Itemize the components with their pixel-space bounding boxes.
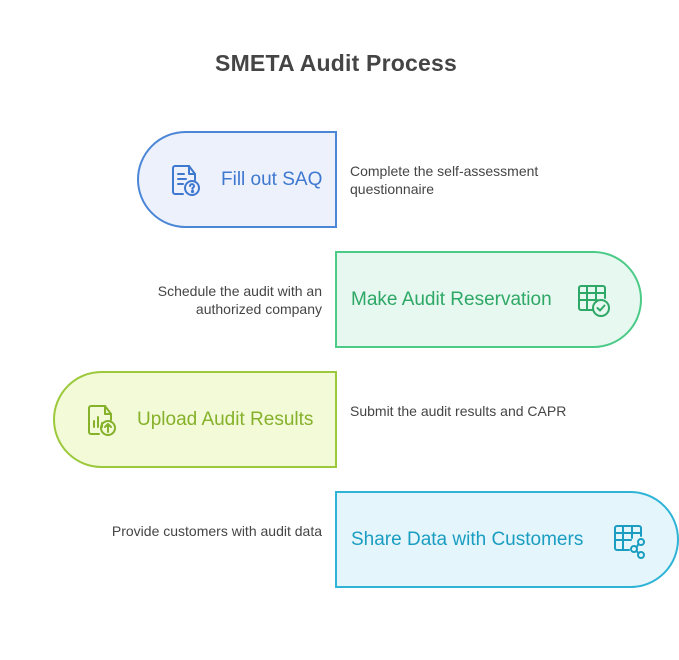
step-description: Provide customers with audit data — [111, 523, 322, 539]
chart-upload-icon — [81, 400, 121, 440]
step-upload-audit-results: Upload Audit Results — [53, 371, 337, 468]
table-check-icon — [573, 280, 613, 320]
step-description: Submit the audit results and CAPR — [350, 403, 567, 419]
step-description: Complete the self-assessment questionnai… — [350, 163, 539, 197]
diagram-title: SMETA Audit Process — [215, 50, 457, 76]
table-share-icon — [609, 520, 649, 560]
step-label: Fill out SAQ — [221, 168, 323, 190]
step-description: Schedule the audit with an authorized co… — [157, 283, 322, 317]
step-make-audit-reservation: Make Audit Reservation — [335, 251, 642, 348]
document-question-icon — [165, 160, 205, 200]
step-label: Share Data with Customers — [351, 528, 584, 550]
step-label: Make Audit Reservation — [351, 288, 552, 310]
step-share-data-with-customers: Share Data with Customers — [335, 491, 679, 588]
step-fill-out-saq: Fill out SAQ — [137, 131, 337, 228]
step-label: Upload Audit Results — [137, 408, 314, 430]
